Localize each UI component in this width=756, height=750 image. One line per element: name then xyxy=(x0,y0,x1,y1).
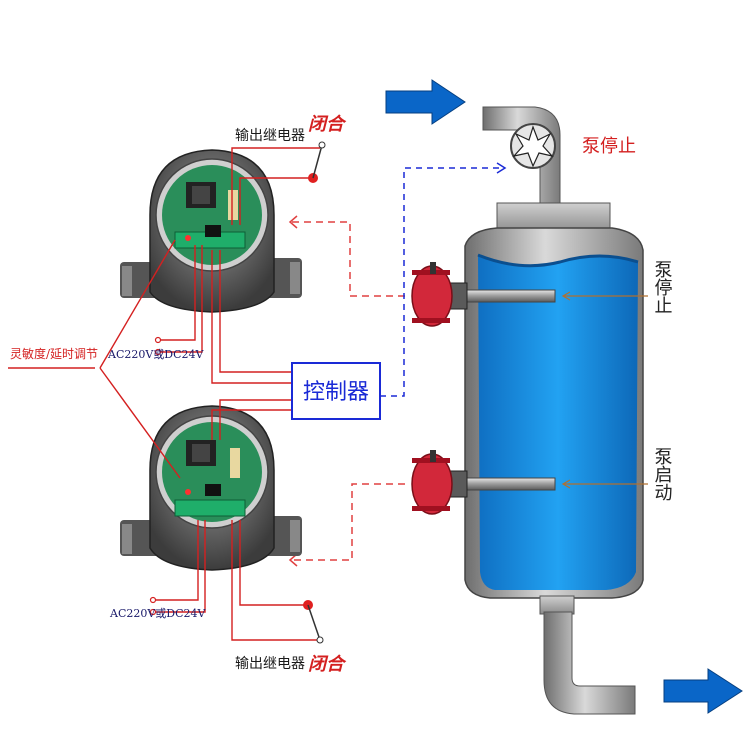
relay-switch-icon xyxy=(303,600,324,644)
relay-label-bottom: 输出继电器 xyxy=(235,656,305,672)
power-label-bottom: AC220V或DC24V xyxy=(109,607,207,620)
controller-label: 控制器 xyxy=(303,380,369,405)
outlet-pipe-top xyxy=(482,106,561,208)
flow-arrow-icon xyxy=(663,668,743,714)
power-terminals xyxy=(149,336,162,616)
relay-label-top: 输出继电器 xyxy=(235,128,305,144)
outlet-pipe-bottom xyxy=(543,611,636,715)
pump-stop-label: 泵停止 xyxy=(582,136,636,157)
probe-upper xyxy=(411,262,556,327)
pump-stop-side-label: 泵停止 xyxy=(652,260,673,314)
pump-start-side-label: 泵启动 xyxy=(652,447,673,501)
water-tank xyxy=(464,202,644,615)
closed-label-top: 闭合 xyxy=(308,114,347,135)
level-switch-lower xyxy=(120,405,302,571)
outlet-arrow xyxy=(663,668,743,714)
power-label-top: AC220V或DC24V xyxy=(107,348,205,361)
probe-pointers xyxy=(561,291,648,489)
water-body xyxy=(478,255,638,590)
flow-arrow-icon xyxy=(385,79,466,125)
closed-label-bottom: 闭合 xyxy=(308,654,347,675)
relay-switch-icon xyxy=(308,141,326,183)
wiring xyxy=(8,147,320,641)
probe-lower xyxy=(411,450,556,515)
signal-line-blue xyxy=(380,162,507,397)
sensitivity-label: 灵敏度/延时调节 xyxy=(10,346,98,361)
controller-box xyxy=(291,362,381,420)
inlet-arrow xyxy=(385,79,466,125)
